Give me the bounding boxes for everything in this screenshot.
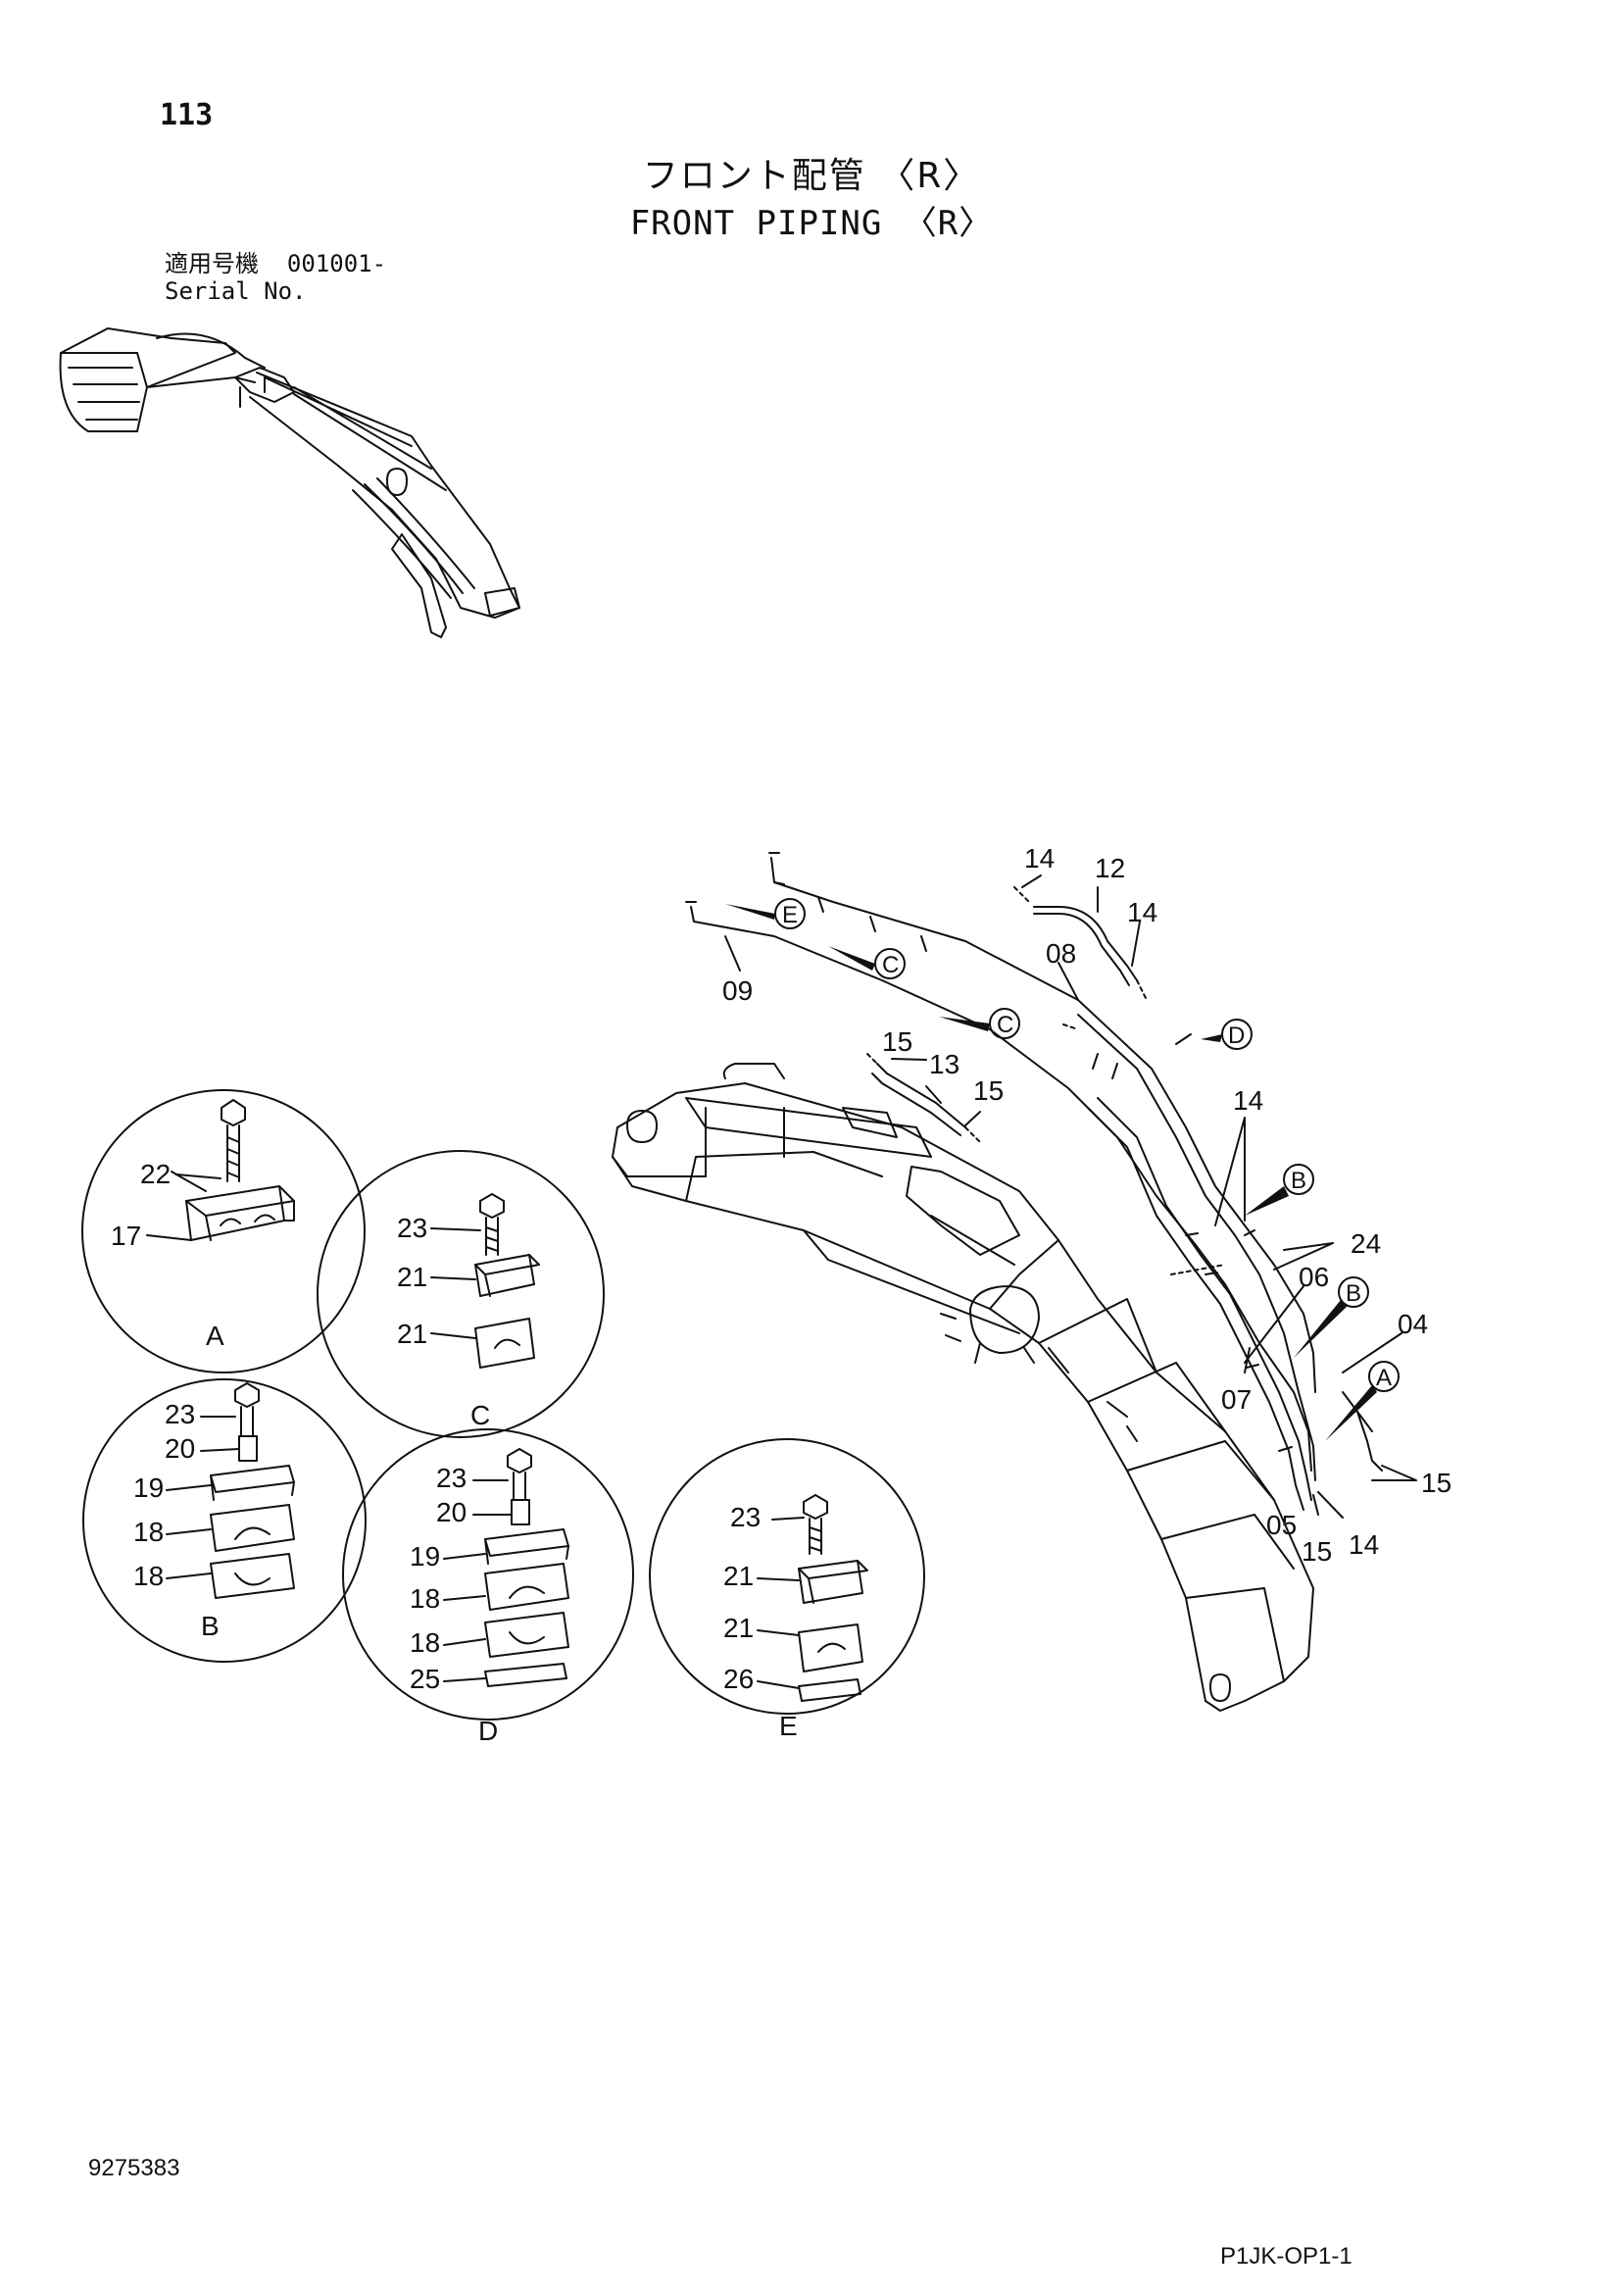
callout-13: 13	[929, 1049, 959, 1079]
detail-e-label: E	[779, 1711, 798, 1741]
document-id: 9275383	[88, 2155, 180, 2181]
callout-14-top: 14	[1024, 843, 1055, 873]
detail-c-label: C	[470, 1400, 490, 1430]
detail-a-label: A	[206, 1321, 224, 1351]
detail-b-parts	[210, 1382, 295, 1599]
view-marker-letters: E C C D B B A	[782, 902, 1392, 1391]
callout-07: 07	[1221, 1384, 1252, 1415]
callout-15-bottom: 15	[1302, 1536, 1332, 1567]
detail-b-part-5: 18	[133, 1561, 164, 1591]
page-code: P1JK-OP1-1	[1220, 2243, 1352, 2270]
detail-a-parts	[171, 1099, 295, 1241]
detail-b-part-2: 20	[165, 1433, 195, 1464]
detail-c-part-1: 23	[397, 1213, 427, 1243]
callout-15-mid: 15	[973, 1075, 1004, 1106]
detail-d-parts	[484, 1448, 569, 1687]
detail-d-part-2: 20	[436, 1497, 467, 1527]
callout-15-right: 15	[1421, 1468, 1451, 1498]
detail-e-part-3: 21	[723, 1613, 754, 1643]
overview-thumbnail	[59, 327, 520, 638]
marker-e: E	[782, 902, 798, 928]
detail-c-part-2: 21	[397, 1262, 427, 1292]
callout-04: 04	[1398, 1309, 1428, 1339]
detail-d-part-4: 18	[410, 1583, 440, 1614]
callout-12: 12	[1095, 853, 1125, 883]
detail-c-part-3: 21	[397, 1319, 427, 1349]
detail-leaders	[146, 1173, 805, 1689]
detail-e-part-4: 26	[723, 1664, 754, 1694]
page-number: 113	[160, 98, 214, 132]
marker-b-upper: B	[1291, 1168, 1306, 1194]
detail-d-part-3: 19	[410, 1541, 440, 1572]
serial-value: 001001-	[286, 250, 387, 277]
detail-d-part-6: 25	[410, 1664, 440, 1694]
detail-d-label: D	[478, 1716, 498, 1746]
callout-24: 24	[1351, 1228, 1381, 1259]
callout-09: 09	[722, 975, 753, 1006]
callout-08: 08	[1046, 938, 1076, 969]
marker-c-lower: C	[997, 1012, 1013, 1038]
marker-d: D	[1228, 1023, 1245, 1049]
callout-14-bottom: 14	[1349, 1529, 1379, 1560]
marker-a: A	[1376, 1365, 1392, 1391]
detail-e-part-2: 21	[723, 1561, 754, 1591]
detail-a-part-1: 22	[140, 1159, 171, 1189]
serial-block: 適用号機 001001- Serial No.	[165, 250, 386, 305]
callout-15-upper: 15	[882, 1026, 912, 1057]
marker-c-upper: C	[882, 952, 899, 978]
boom-outline	[612, 1063, 1314, 1712]
detail-c-labels: 23 21 21 C	[397, 1213, 490, 1430]
detail-a-labels: 22 17 A	[111, 1159, 224, 1351]
callout-leaders	[724, 874, 1417, 1519]
marker-b-lower: B	[1346, 1280, 1361, 1307]
callout-14-mid: 14	[1233, 1085, 1263, 1116]
marker-wedges	[725, 904, 1377, 1441]
callout-06: 06	[1299, 1262, 1329, 1292]
detail-d-labels: 23 20 19 18 18 25 D	[410, 1463, 498, 1746]
detail-e-labels: 23 21 21 26 E	[723, 1502, 798, 1741]
detail-b-part-1: 23	[165, 1399, 195, 1429]
detail-b-part-3: 19	[133, 1472, 164, 1503]
callout-14-right: 14	[1127, 897, 1157, 927]
detail-circles	[81, 1089, 925, 1721]
detail-d-part-1: 23	[436, 1463, 467, 1493]
serial-label-japanese: 適用号機	[165, 250, 259, 277]
pipe-runs	[685, 852, 1383, 1511]
detail-a-part-2: 17	[111, 1221, 141, 1251]
serial-label-english: Serial No.	[165, 277, 307, 305]
detail-b-labels: 23 20 19 18 18 B	[133, 1399, 220, 1641]
page-title-english: FRONT PIPING 〈R〉	[629, 204, 994, 243]
detail-d-part-5: 18	[410, 1627, 440, 1658]
page-title-japanese: フロント配管 〈R〉	[642, 156, 981, 196]
callout-05: 05	[1266, 1510, 1297, 1540]
detail-b-label: B	[201, 1611, 220, 1641]
detail-b-part-4: 18	[133, 1517, 164, 1547]
detail-e-part-1: 23	[730, 1502, 761, 1532]
detail-e-parts	[798, 1494, 868, 1702]
callout-labels: 14 12 14 08 09 15 13 15 14 24 06 04 07 1…	[722, 843, 1451, 1567]
detail-c-parts	[474, 1193, 540, 1369]
